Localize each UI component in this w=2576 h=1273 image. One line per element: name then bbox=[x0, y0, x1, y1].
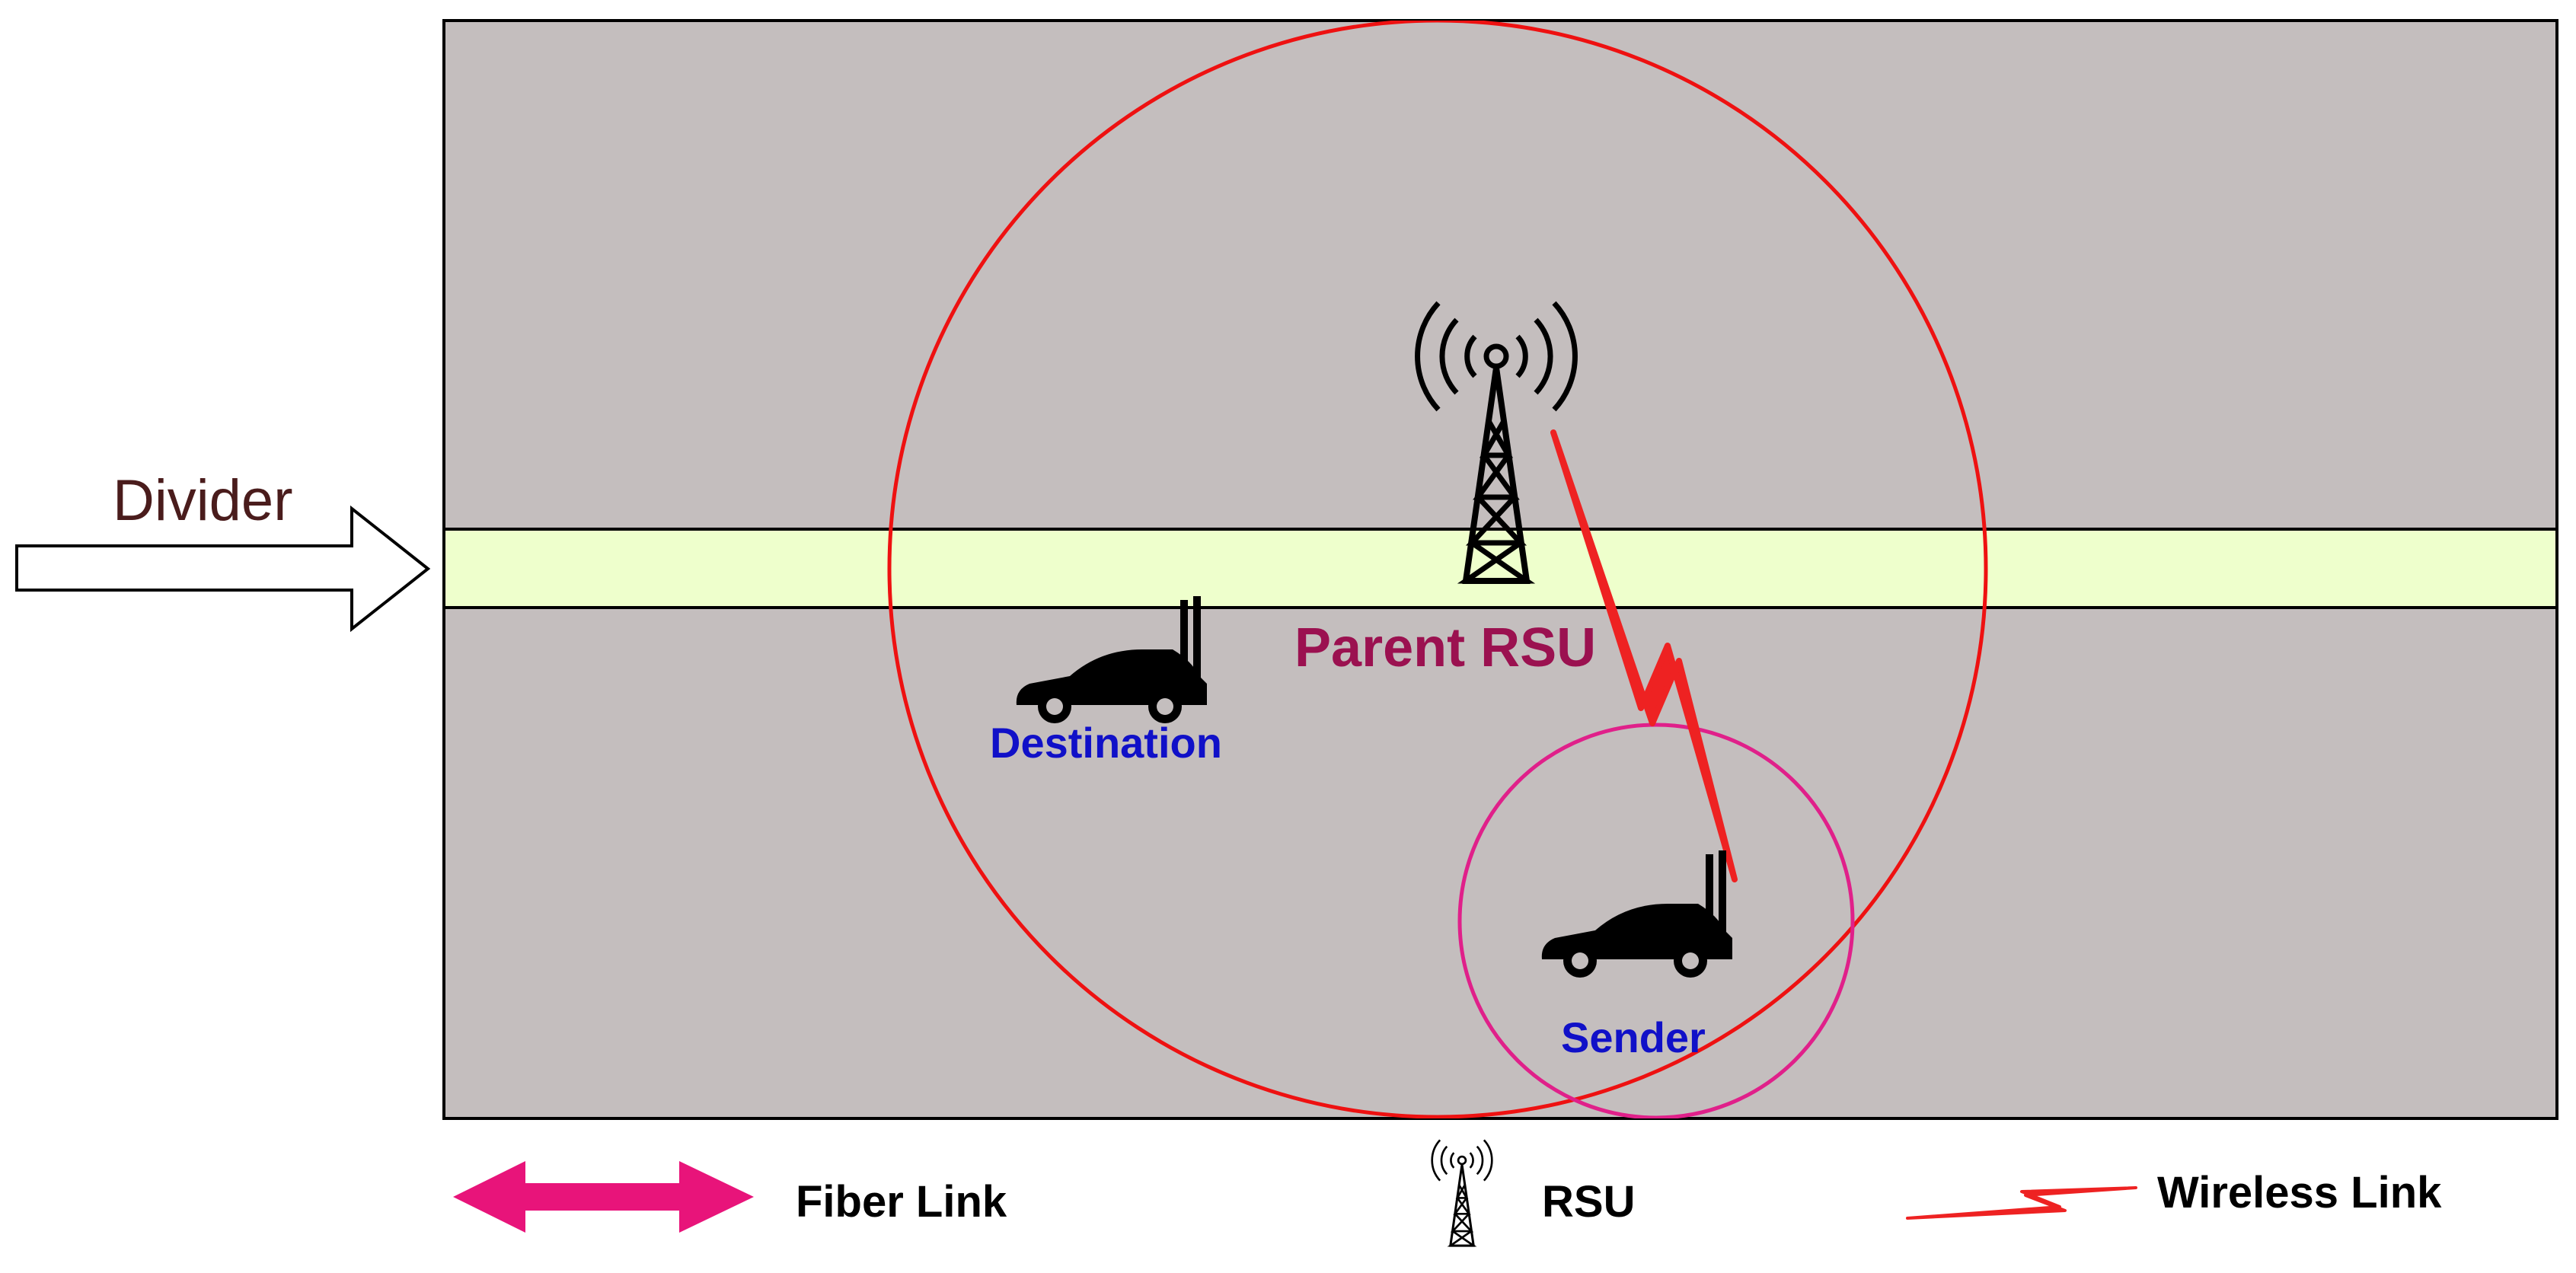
legend-fiber-link-label: Fiber Link bbox=[796, 1177, 1007, 1227]
right-arrow-icon bbox=[15, 505, 431, 633]
wireless-link-legend-icon bbox=[1906, 1186, 2137, 1220]
parent-rsu-label: Parent RSU bbox=[1294, 617, 1597, 678]
legend-wireless-link-label: Wireless Link bbox=[2157, 1168, 2442, 1217]
sender-range-circle bbox=[1457, 723, 1855, 1118]
destination-label: Destination bbox=[990, 719, 1222, 767]
legend-rsu-label: RSU bbox=[1542, 1177, 1636, 1227]
rsu-legend-icon bbox=[1431, 1138, 1493, 1247]
fiber-link-icon bbox=[453, 1161, 754, 1233]
divider-label: Divider bbox=[113, 468, 293, 533]
parent-rsu-range-circle bbox=[887, 21, 1988, 1118]
wireless-link-icon bbox=[1550, 429, 1738, 882]
sender-label: Sender bbox=[1561, 1013, 1706, 1061]
